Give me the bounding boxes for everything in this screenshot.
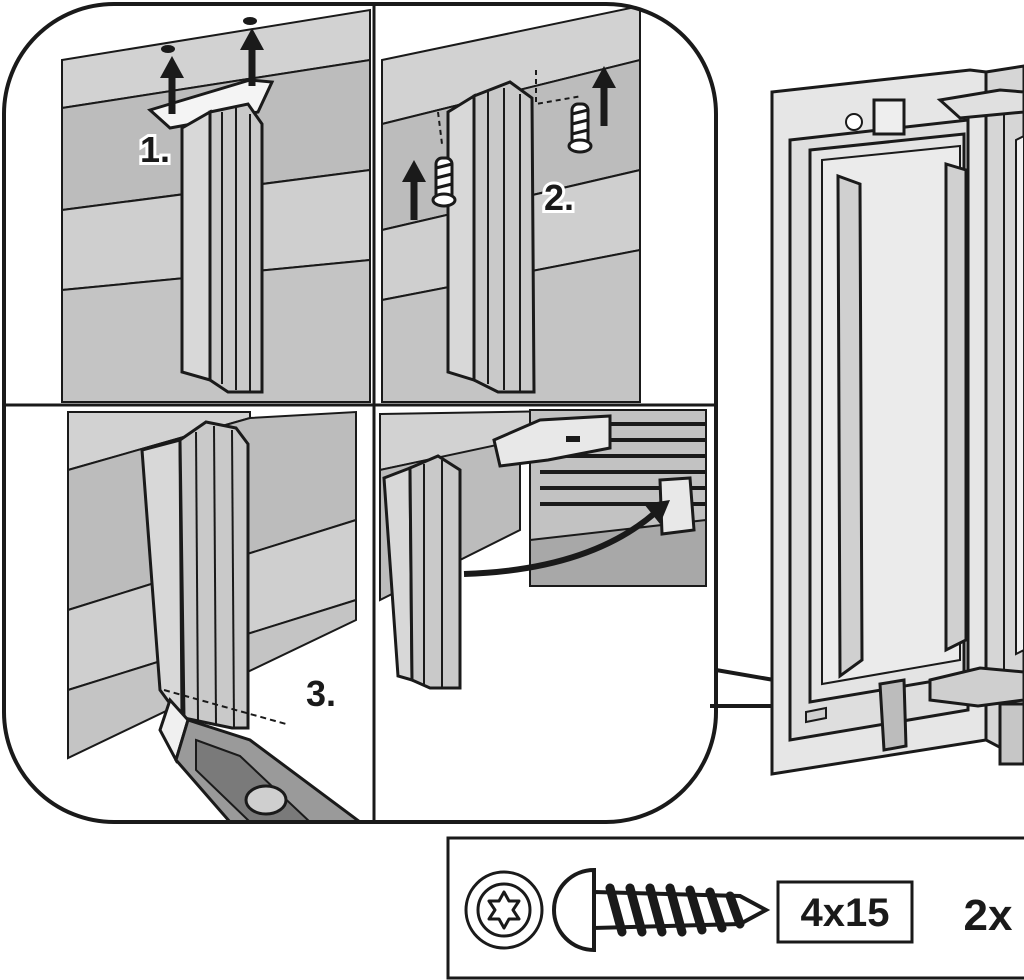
step-label-3: 3. xyxy=(306,673,336,714)
screw-quantity-label: 2x xyxy=(964,891,1013,940)
step-3-scene: 3. xyxy=(62,408,370,822)
screw-icon xyxy=(431,156,457,208)
screw-icon xyxy=(567,102,593,154)
screw-size-label-box xyxy=(776,880,914,944)
remove-arrow-icon xyxy=(160,56,184,114)
trim-strip xyxy=(180,102,264,394)
top-hinge xyxy=(845,88,1024,136)
mounting-bracket xyxy=(147,78,275,130)
detail-panel: 1. xyxy=(4,4,716,822)
trim-strip xyxy=(446,80,536,394)
utility-knife-icon xyxy=(158,697,365,822)
pan-head-screw-icon xyxy=(552,867,771,953)
step-label-1: 1. xyxy=(140,129,170,170)
up-arrow-icon xyxy=(402,160,426,220)
up-arrow-icon xyxy=(592,66,616,126)
hinge-part xyxy=(492,414,696,536)
curved-arrow-icon xyxy=(463,500,670,577)
appliance-door xyxy=(770,64,1024,776)
torx-drive-icon xyxy=(464,870,544,950)
detail-panel-frame xyxy=(2,2,718,824)
trim-strip xyxy=(382,454,462,690)
step-2-scene: 2. xyxy=(378,4,716,403)
step-4-scene xyxy=(378,408,716,822)
step-1-scene: 1. xyxy=(61,4,371,403)
screw-spec-box: 4x15 2x xyxy=(446,836,1024,980)
bottom-hinge xyxy=(805,666,1024,766)
remove-arrow-icon xyxy=(240,28,264,86)
screw-size-label: 4x15 xyxy=(801,891,890,935)
step-label-2: 2. xyxy=(544,177,574,218)
